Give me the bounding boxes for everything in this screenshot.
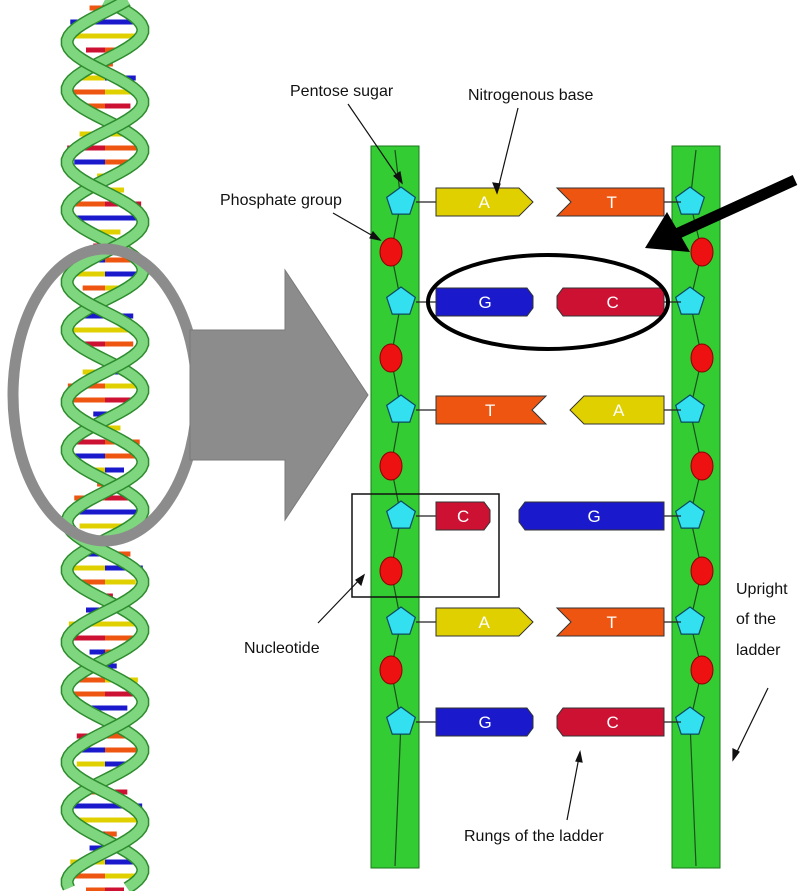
left-phosphate [380, 344, 402, 372]
label-pentose-sugar: Pentose sugar [290, 83, 394, 100]
right-phosphate [691, 238, 713, 266]
base-letter-left: G [479, 713, 492, 732]
label-upright-line1: Upright [736, 581, 788, 598]
base-letter-right: C [607, 713, 619, 732]
label-rungs: Rungs of the ladder [464, 828, 604, 845]
right-phosphate [691, 344, 713, 372]
left-phosphate [380, 452, 402, 480]
label-nitrogenous-base: Nitrogenous base [468, 87, 594, 104]
base-letter-right: C [607, 293, 619, 312]
label-nucleotide: Nucleotide [244, 640, 320, 657]
label-upright-line2: of the [736, 611, 776, 628]
base-letter-right: T [607, 193, 617, 212]
label-upright-line3: ladder [736, 642, 781, 659]
rungs-arrowhead [576, 752, 582, 762]
label-phosphate-group: Phosphate group [220, 192, 342, 209]
nucleotide-arrowhead [356, 575, 364, 585]
left-phosphate [380, 238, 402, 266]
base-letter-right: A [613, 401, 625, 420]
base-letter-left: C [457, 507, 469, 526]
right-phosphate [691, 557, 713, 585]
base-letter-left: G [479, 293, 492, 312]
zoom-arrow [190, 270, 368, 520]
right-phosphate [691, 656, 713, 684]
base-letter-right: G [588, 507, 601, 526]
base-letter-left: A [479, 613, 491, 632]
left-phosphate [380, 557, 402, 585]
nitrogenous-base-leader [497, 108, 518, 193]
rungs-leader [567, 752, 580, 820]
upright-leader [733, 688, 768, 760]
double-helix [67, 0, 143, 890]
right-phosphate [691, 452, 713, 480]
base-letter-right: T [607, 613, 617, 632]
base-letter-left: T [485, 401, 495, 420]
left-phosphate [380, 656, 402, 684]
nucleotide-leader [318, 575, 364, 623]
base-letter-left: A [479, 193, 491, 212]
